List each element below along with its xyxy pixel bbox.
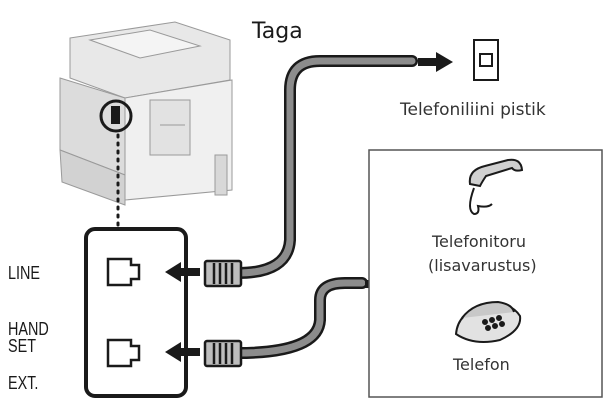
arrow-to-line-jack-icon [165,262,200,282]
hand-port-label: HAND [8,319,49,339]
handset-cable [232,277,368,359]
port-panel [84,227,188,398]
printer-port-icon [111,106,120,124]
handset-icon [468,158,524,216]
wall-jack-label: Telefoniliini pistik [400,100,546,120]
handset-label: Telefonitoru [432,232,526,251]
port-highlight-circle [99,99,133,133]
printer-illustration [59,21,233,206]
handset-optional-label: (lisavarustus) [428,256,537,275]
line-cable [232,55,418,279]
ext-port-label: EXT. [8,373,39,393]
handset-plug-icon [203,339,243,368]
telephone-label: Telefon [453,355,510,374]
line-jack-icon [106,257,141,287]
telephone-box [368,149,603,398]
telephone-icon [454,300,522,343]
arrow-to-handset-jack-icon [165,342,200,362]
line-port-label: LINE [8,263,41,283]
arrow-to-wall-jack-icon [418,52,453,72]
wall-jack-icon [473,39,499,81]
line-plug-icon [203,259,243,288]
set-port-label: SET [8,336,37,356]
diagram-title: Taga [252,19,303,44]
handset-jack-icon [106,338,141,368]
